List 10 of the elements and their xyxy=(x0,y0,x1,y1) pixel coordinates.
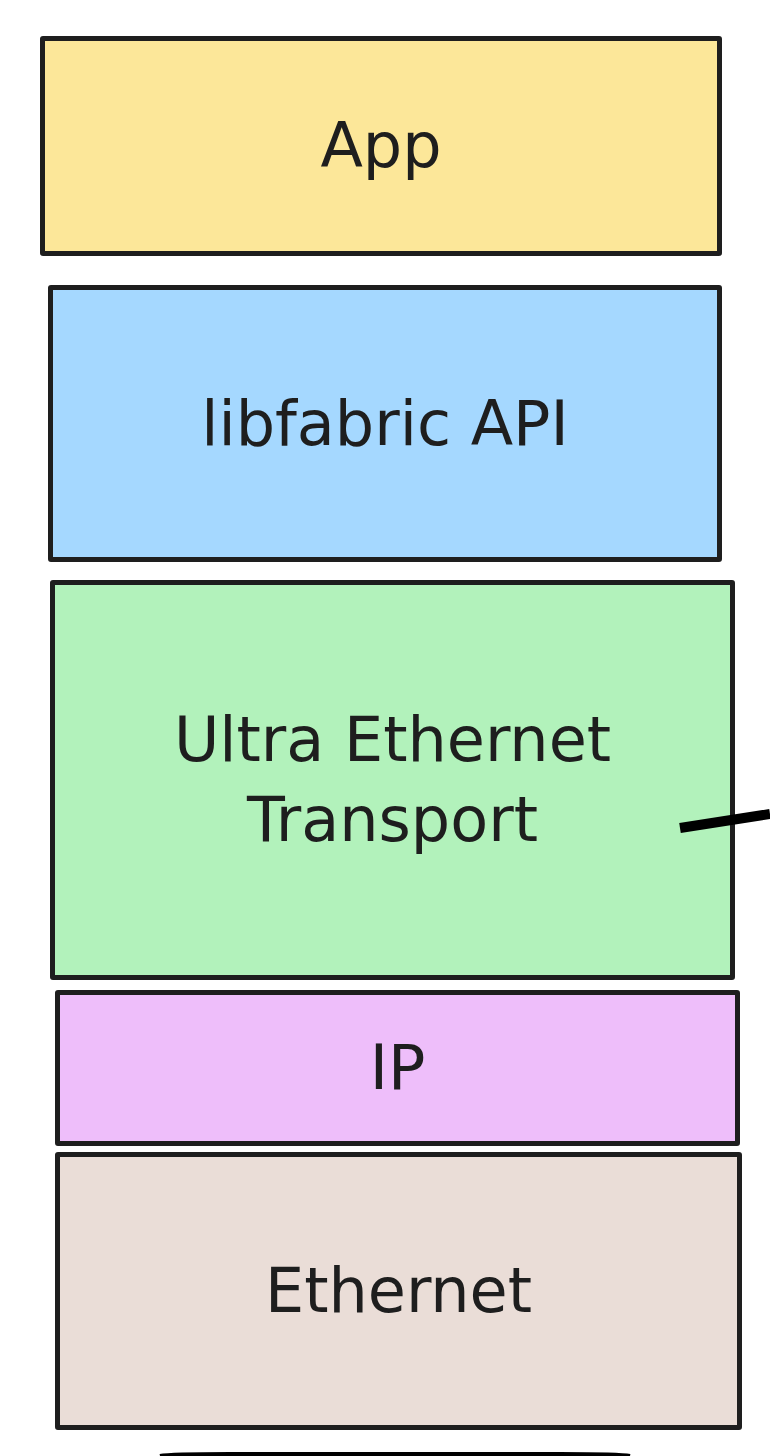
layer-box xyxy=(55,990,740,1146)
layer-label: App xyxy=(320,108,442,184)
layer-box xyxy=(55,1152,742,1430)
layer-box xyxy=(50,580,735,980)
layer-label: libfabric API xyxy=(201,385,569,462)
layer-box xyxy=(40,36,722,256)
layer-label: Ultra Ethernet Transport xyxy=(172,702,613,858)
layer-label: IP xyxy=(369,1030,426,1106)
layer-label: Ethernet xyxy=(264,1253,533,1329)
layer-box xyxy=(48,285,722,562)
